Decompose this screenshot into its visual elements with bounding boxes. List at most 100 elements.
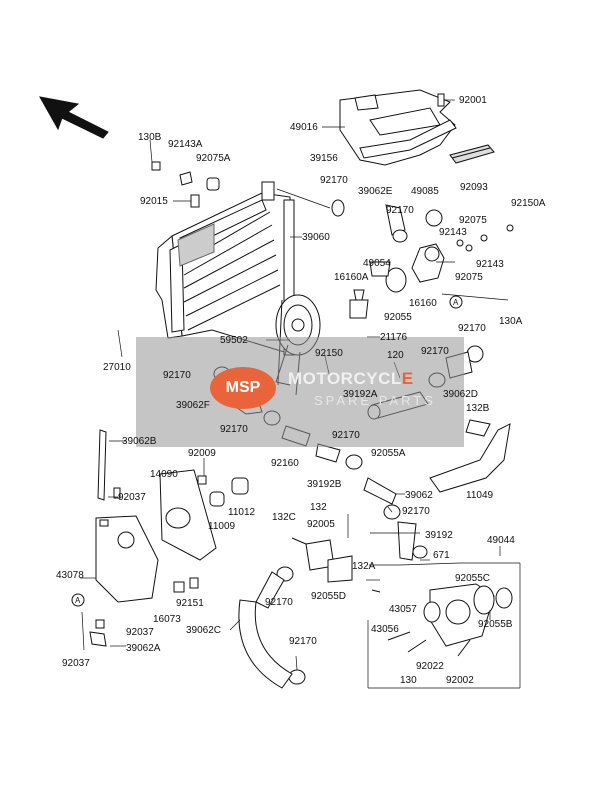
bracket-11049 <box>430 420 510 492</box>
watermark: MSP MOTORCYCLE SPARE PARTS <box>136 337 464 447</box>
pump-bolts <box>292 538 470 656</box>
callout-label: 92015 <box>140 196 168 207</box>
callout-label: 130A <box>499 316 523 327</box>
callout-label: 92037 <box>126 627 154 638</box>
callout-label: 39062 <box>405 490 433 501</box>
callout-label: 92055B <box>478 619 513 630</box>
callout-label: 39156 <box>310 153 338 164</box>
callout-label: 92037 <box>62 658 90 669</box>
callout-label: 59502 <box>220 335 248 346</box>
pipe-39192B <box>316 444 340 462</box>
water-pump <box>424 584 512 646</box>
callout-label: 39062E <box>358 186 393 197</box>
callout-label: 92055C <box>455 573 491 584</box>
callout-label: 132C <box>272 512 296 523</box>
callout-label: 92151 <box>176 598 204 609</box>
callout-label: 92170 <box>220 424 248 435</box>
hose-39062 <box>364 478 396 504</box>
thermostat-housing <box>386 244 444 292</box>
rubber-seal <box>360 120 456 158</box>
callout-label: 92150A <box>511 198 546 209</box>
grommet-icon <box>190 177 220 208</box>
callout-label: 92143A <box>168 139 203 150</box>
callout-label: 92075 <box>455 272 483 283</box>
callout-label: 92075 <box>459 215 487 226</box>
callout-label: 16160A <box>334 272 369 283</box>
watermark-brand: MOTORCYCLE <box>288 369 414 388</box>
reservoir-tank <box>96 516 158 602</box>
callout-label: 92143 <box>439 227 467 238</box>
callout-label: 11012 <box>228 507 256 518</box>
radiator <box>156 182 294 355</box>
callout-label: 92170 <box>320 175 348 186</box>
callout-label: 92055D <box>311 591 347 602</box>
callout-label: 92002 <box>446 675 474 686</box>
washer-group <box>457 225 513 251</box>
callout-label: 132B <box>466 403 490 414</box>
callout-label: 92143 <box>476 259 504 270</box>
callout-label: 92055A <box>371 448 406 459</box>
callout-label: 132 <box>310 502 327 513</box>
callout-label: 39192B <box>307 479 342 490</box>
reference-marker-label: A <box>453 298 459 307</box>
callout-label: 39192 <box>425 530 453 541</box>
callout-label: 92170 <box>386 205 414 216</box>
callout-label: 120 <box>387 350 404 361</box>
callout-label: 671 <box>433 550 450 561</box>
tank-hoses <box>90 430 120 646</box>
callout-label: 92170 <box>402 506 430 517</box>
callout-label: 92170 <box>458 323 486 334</box>
callout-label: 16160 <box>409 298 437 309</box>
callout-label: 92150 <box>315 348 343 359</box>
thermostat <box>350 262 390 318</box>
callout-label: 92170 <box>163 370 191 381</box>
radiator-grille <box>177 223 215 267</box>
callout-label: 92037 <box>118 492 146 503</box>
cover-92005 <box>306 540 352 582</box>
callout-label: 92001 <box>459 95 487 106</box>
callout-label: 130B <box>138 132 162 143</box>
callout-label: 92160 <box>271 458 299 469</box>
callout-label: 49016 <box>290 122 318 133</box>
callout-label: 92170 <box>332 430 360 441</box>
callout-label: 92170 <box>289 636 317 647</box>
callout-label: 92170 <box>421 346 449 357</box>
callout-label: 11009 <box>208 521 236 532</box>
callout-label: 92093 <box>460 182 488 193</box>
callout-label: 39062F <box>176 400 210 411</box>
callout-label: 49054 <box>363 258 391 269</box>
watermark-logo: MSP <box>210 367 276 409</box>
caps <box>174 476 248 592</box>
pipe-39192 <box>398 522 427 560</box>
callout-label: 92009 <box>188 448 216 459</box>
callout-label: 92022 <box>416 661 444 672</box>
callout-label: 49044 <box>487 535 515 546</box>
callout-label: 27010 <box>103 362 131 373</box>
callout-label: 39062B <box>122 436 157 447</box>
hose-39062C <box>239 572 292 688</box>
callout-label: 92075A <box>196 153 231 164</box>
callout-label: 14090 <box>150 469 178 480</box>
callout-label: 43057 <box>389 604 417 615</box>
callout-label: 130 <box>400 675 417 686</box>
callout-label: 16073 <box>153 614 181 625</box>
watermark-subtitle: SPARE PARTS <box>314 393 436 408</box>
reference-marker-label: A <box>75 596 81 605</box>
callout-label: 92170 <box>265 597 293 608</box>
callout-label: 21176 <box>380 332 408 343</box>
callout-label: 39062A <box>126 643 161 654</box>
callout-label: 39060 <box>302 232 330 243</box>
callout-label: 92055 <box>384 312 412 323</box>
hose-39062E <box>386 205 405 235</box>
tank-cover <box>160 470 216 560</box>
reference-marker-A-icon <box>71 295 463 607</box>
callout-label: 49085 <box>411 186 439 197</box>
callout-label: 132A <box>352 561 376 572</box>
front-direction-arrow-icon <box>39 96 109 139</box>
callout-label: 39062C <box>186 625 222 636</box>
callout-label: 39062D <box>443 389 479 400</box>
callout-label: 43078 <box>56 570 84 581</box>
callout-label: 39192A <box>343 389 378 400</box>
pad <box>450 145 494 163</box>
callout-label: 43056 <box>371 624 399 635</box>
